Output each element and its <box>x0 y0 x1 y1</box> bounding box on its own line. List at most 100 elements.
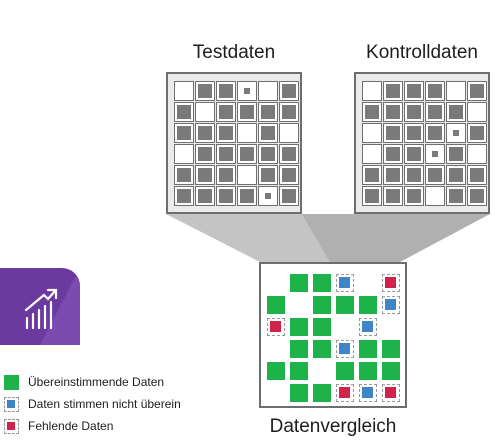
data-cell <box>446 144 466 164</box>
data-cell <box>404 144 424 164</box>
missing-swatch <box>4 418 19 434</box>
data-cell <box>446 123 466 143</box>
data-cell <box>362 102 382 122</box>
data-cell <box>383 102 403 122</box>
data-cell <box>279 186 299 206</box>
data-cell <box>279 144 299 164</box>
legend-label-match: Übereinstimmende Daten <box>28 375 165 389</box>
data-cell <box>467 186 487 206</box>
data-cell <box>195 123 215 143</box>
match-cell <box>359 296 377 314</box>
data-cell <box>467 165 487 185</box>
legend-item-match: Übereinstimmende Daten <box>4 372 164 392</box>
legend-label-missing: Fehlende Daten <box>28 419 114 433</box>
data-cell <box>216 102 236 122</box>
data-cell <box>258 144 278 164</box>
match-swatch <box>4 374 19 390</box>
data-cell <box>174 81 194 101</box>
match-cell <box>313 340 331 358</box>
match-cell <box>267 362 285 380</box>
data-cell <box>404 81 424 101</box>
data-cell <box>362 81 382 101</box>
data-cell <box>467 144 487 164</box>
chart-growth-icon <box>0 268 80 345</box>
data-cell <box>216 144 236 164</box>
data-cell <box>446 186 466 206</box>
data-cell <box>383 81 403 101</box>
match-cell <box>313 296 331 314</box>
data-cell <box>467 123 487 143</box>
data-cell <box>467 81 487 101</box>
data-cell <box>195 165 215 185</box>
data-cell <box>362 165 382 185</box>
mismatch-cell <box>336 340 354 358</box>
data-cell <box>279 165 299 185</box>
match-cell <box>290 362 308 380</box>
control-data-panel <box>354 72 490 214</box>
data-cell <box>237 102 257 122</box>
match-cell <box>290 318 308 336</box>
match-cell <box>382 340 400 358</box>
data-cell <box>446 165 466 185</box>
legend-item-missing: Fehlende Daten <box>4 416 113 436</box>
mismatch-cell <box>359 384 377 402</box>
data-cell <box>425 81 445 101</box>
match-cell <box>267 296 285 314</box>
match-cell <box>290 274 308 292</box>
legend-label-mismatch: Daten stimmen nicht überein <box>28 397 181 411</box>
data-cell <box>362 144 382 164</box>
data-cell <box>446 81 466 101</box>
data-cell <box>362 123 382 143</box>
missing-cell <box>267 318 285 336</box>
match-cell <box>313 274 331 292</box>
data-cell <box>237 165 257 185</box>
comparison-panel <box>259 262 407 408</box>
data-cell <box>258 186 278 206</box>
data-cell <box>195 144 215 164</box>
mismatch-cell <box>336 274 354 292</box>
data-cell <box>237 123 257 143</box>
match-cell <box>336 296 354 314</box>
data-cell <box>383 144 403 164</box>
missing-cell <box>382 384 400 402</box>
data-cell <box>195 186 215 206</box>
data-cell <box>404 102 424 122</box>
data-cell <box>279 81 299 101</box>
match-cell <box>359 340 377 358</box>
data-cell <box>279 123 299 143</box>
data-cell <box>446 102 466 122</box>
data-cell <box>216 186 236 206</box>
data-cell <box>237 144 257 164</box>
missing-cell <box>336 384 354 402</box>
data-cell <box>174 102 194 122</box>
test-data-panel <box>166 72 302 214</box>
data-cell <box>195 81 215 101</box>
data-cell <box>425 144 445 164</box>
data-cell <box>216 165 236 185</box>
match-cell <box>359 362 377 380</box>
match-cell <box>290 340 308 358</box>
data-cell <box>195 102 215 122</box>
data-cell <box>425 165 445 185</box>
data-cell <box>383 123 403 143</box>
data-cell <box>425 123 445 143</box>
match-cell <box>336 362 354 380</box>
data-cell <box>174 144 194 164</box>
data-cell <box>383 165 403 185</box>
data-cell <box>425 186 445 206</box>
data-cell <box>362 186 382 206</box>
missing-cell <box>382 274 400 292</box>
data-cell <box>258 102 278 122</box>
data-cell <box>404 123 424 143</box>
data-cell <box>258 123 278 143</box>
match-cell <box>313 318 331 336</box>
data-cell <box>216 123 236 143</box>
test-data-title: Testdaten <box>192 42 276 63</box>
data-cell <box>404 165 424 185</box>
comparison-title: Datenvergleich <box>269 416 397 437</box>
data-cell <box>258 165 278 185</box>
mismatch-cell <box>359 318 377 336</box>
data-cell <box>425 102 445 122</box>
data-cell <box>467 102 487 122</box>
